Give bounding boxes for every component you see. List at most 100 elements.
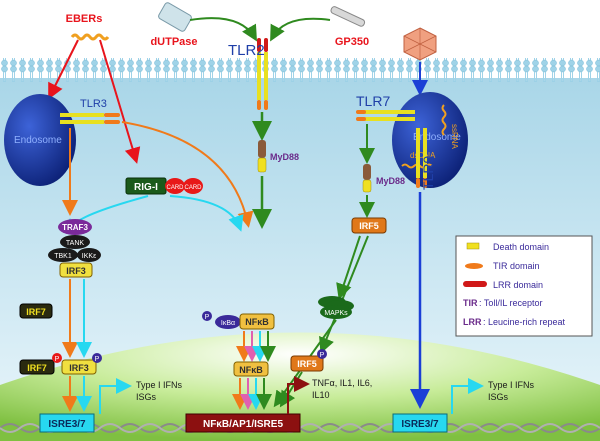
irf3-upper-label: IRF3 xyxy=(66,266,86,276)
legend-tir-abbr: TIR xyxy=(463,298,478,308)
irf7-upper-node xyxy=(19,303,53,319)
lrr-domain-swatch xyxy=(463,281,487,287)
tir-domain-swatch xyxy=(465,263,483,269)
output-center-line1: TNFα, IL1, IL6, xyxy=(312,378,372,388)
irf3-lower-label: IRF3 xyxy=(69,363,89,373)
ebers-to-rigi-arrow xyxy=(99,39,141,164)
legend-lrr-desc: : Leucine-rich repeat xyxy=(483,317,566,327)
tbk1-label: TBK1 xyxy=(54,253,72,260)
tbk1-node xyxy=(48,248,78,262)
tlr2-label: TLR2 xyxy=(228,42,265,59)
nfkb-upper-node xyxy=(239,313,275,330)
card1-domain xyxy=(165,178,185,194)
legend-death-domain: Death domain xyxy=(493,242,549,252)
legend-tir-domain: TIR domain xyxy=(493,261,540,271)
tlr3-to-nfkb-arrow xyxy=(121,121,254,228)
isre-left-output-arrow xyxy=(99,378,132,414)
tlr9-label: TLR9 xyxy=(420,156,436,190)
mapks-node xyxy=(318,296,354,319)
ikb-node xyxy=(215,315,241,329)
tlr7-label: TLR7 xyxy=(356,93,390,109)
gp350-icon xyxy=(330,6,366,27)
phospho-irf3-label: P xyxy=(95,356,100,363)
irf7-lower-label: IRF7 xyxy=(27,363,47,373)
phospho-irf7-label: P xyxy=(55,356,60,363)
phospho-irf5 xyxy=(317,349,327,359)
ikke-node xyxy=(77,248,101,262)
nfkb-upper-label: NFκB xyxy=(245,317,269,327)
irf7-upper-label: IRF7 xyxy=(26,307,46,317)
endosome-left xyxy=(4,94,76,186)
output-right-line2: ISGs xyxy=(488,392,509,402)
dutpase-label: dUTPase xyxy=(150,36,197,48)
legend-box: Death domain TIR domain LRR domain TIR :… xyxy=(455,235,593,337)
ikke-label: IKKε xyxy=(82,253,96,260)
tank-node xyxy=(60,235,90,249)
rigi-label: RIG-I xyxy=(134,182,158,193)
ebers-label: EBERs xyxy=(66,13,103,25)
isre-right-output-arrow xyxy=(451,378,484,414)
nfkb-lower-node xyxy=(233,361,269,377)
endosome-right-label: Endosome xyxy=(413,132,461,143)
card2-label: CARD xyxy=(184,185,202,191)
myd88-right xyxy=(362,164,372,193)
virus-capsid-icon xyxy=(403,27,437,61)
nfkb-lower-label: NFκB xyxy=(239,365,263,375)
ikb-label: IκBα xyxy=(221,320,235,327)
irf3-lower-node xyxy=(61,359,97,375)
output-right-line1: Type I IFNs xyxy=(488,380,535,390)
ssrna-strand xyxy=(441,104,447,136)
isre-left-box xyxy=(39,413,95,433)
isre-right-box xyxy=(392,413,448,433)
myd88-center xyxy=(257,140,267,173)
isre-right-label: ISRE3/7 xyxy=(401,419,439,430)
rigi-to-nfkb-arrow xyxy=(169,195,244,232)
myd88-center-label: MyD88 xyxy=(270,152,299,162)
dutpase-to-tlr2-arrow xyxy=(189,17,258,42)
legend-tir-desc: : Toll/IL receptor xyxy=(479,298,543,308)
tlr9-receptor xyxy=(416,128,427,188)
tlr3-receptor xyxy=(60,113,120,124)
plasma-membrane xyxy=(0,58,600,82)
irf5-lower-node xyxy=(290,355,324,372)
phospho-irf7 xyxy=(52,353,62,363)
card2-domain xyxy=(183,178,203,194)
tlr2-receptor xyxy=(257,38,268,110)
irf5-upper-label: IRF5 xyxy=(359,221,379,231)
tlr3-label: TLR3 xyxy=(80,98,107,110)
phospho-irf5-label: P xyxy=(320,352,325,359)
legend-lrr-abbr: LRR xyxy=(463,317,482,327)
death-domain-swatch xyxy=(466,242,480,250)
gp350-to-tlr2-arrow xyxy=(270,17,331,42)
phospho-ikb xyxy=(202,311,212,321)
isre-left-label: ISRE3/7 xyxy=(48,419,86,430)
traf3-label: TRAF3 xyxy=(62,223,88,232)
gp350-label: GP350 xyxy=(335,36,369,48)
irf5-upper-node xyxy=(351,217,387,234)
nfkb-output-arrow xyxy=(287,376,310,414)
irf3-upper-node xyxy=(59,262,93,278)
irf5-to-mapks-arrow xyxy=(336,235,361,300)
ebers-rna-icon xyxy=(70,33,110,41)
tlr7-receptor xyxy=(356,110,415,121)
phospho-ikb-label: P xyxy=(205,314,210,321)
card1-label: CARD xyxy=(166,185,184,191)
nfkb-ap1-box xyxy=(185,413,301,433)
phospho-irf3 xyxy=(92,353,102,363)
irf5-lower-label: IRF5 xyxy=(297,359,317,369)
endosome-right xyxy=(392,92,468,188)
dutpase-icon xyxy=(158,2,192,32)
myd88-right-label: MyD88 xyxy=(376,176,405,186)
irf7-lower-node xyxy=(19,359,55,375)
tank-label: TANK xyxy=(66,240,84,247)
irf5-to-irf5-lower-arrow xyxy=(319,235,369,354)
mapks-label: MAPKs xyxy=(324,310,348,317)
nfkb-ap1-label: NFκB/AP1/ISRE5 xyxy=(203,419,283,430)
output-left-line1: Type I IFNs xyxy=(136,380,183,390)
output-center-line2: IL10 xyxy=(312,390,330,400)
legend-lrr-domain: LRR domain xyxy=(493,280,543,290)
ebers-to-tlr3-arrow xyxy=(48,39,79,100)
endosome-left-label: Endosome xyxy=(14,135,62,146)
traf3-node xyxy=(58,219,92,235)
